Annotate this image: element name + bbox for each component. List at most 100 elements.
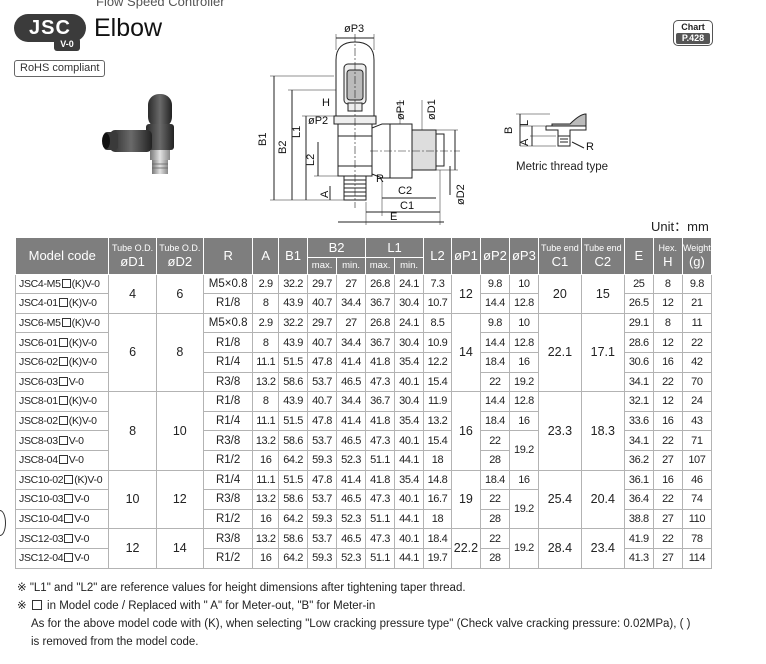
thread-r-cell: R1/8	[202, 293, 254, 314]
hex-cell: 22	[652, 489, 683, 510]
b1-cell: 32.2	[278, 273, 309, 295]
model-code-suffix: V-0	[68, 375, 84, 388]
model-code-suffix: (K)V-0	[71, 317, 100, 330]
placeholder-box-icon	[64, 553, 74, 563]
chart-tag-page: P.428	[676, 33, 710, 44]
hex-cell: 22	[652, 430, 683, 451]
weight-cell: 9.8	[681, 273, 713, 295]
l1-min-cell: 35.4	[394, 410, 425, 432]
label-c2: C2	[398, 185, 412, 197]
note-2: ※ in Model code / Replaced with " A" for…	[17, 600, 376, 612]
e-cell: 33.6	[623, 410, 654, 432]
l1-max-cell: 41.8	[365, 410, 396, 432]
placeholder-box-icon	[61, 278, 71, 288]
l1-max-cell: 36.7	[365, 293, 396, 314]
model-code-prefix: JSC6-03	[19, 375, 58, 388]
metric-label-r: R	[586, 141, 594, 153]
model-code-prefix: JSC10-04	[19, 513, 64, 526]
b2-min-cell: 52.3	[336, 508, 367, 530]
model-code-suffix: V-0	[74, 493, 90, 506]
model-code-prefix: JSC8-02	[19, 415, 58, 428]
chart-tag-label: Chart	[681, 22, 705, 32]
weight-cell: 43	[681, 410, 713, 432]
b1-cell: 43.9	[278, 332, 309, 353]
model-code-cell: JSC6-01(K)V-0	[14, 332, 110, 353]
series-badge-sub: V-0	[54, 38, 80, 51]
weight-cell: 21	[681, 293, 713, 314]
thread-r-cell: R3/8	[202, 489, 254, 510]
l1-max-cell: 36.7	[365, 332, 396, 353]
weight-cell: 24	[681, 391, 713, 412]
l1-min-cell: 30.4	[394, 332, 425, 353]
e-cell: 41.9	[623, 528, 654, 549]
l1-max-cell: 47.3	[365, 430, 396, 451]
col-b2: B2	[307, 237, 367, 258]
l1-min-cell: 30.4	[394, 391, 425, 412]
b2-max-cell: 40.7	[307, 391, 338, 412]
l1-min-cell: 44.1	[394, 508, 425, 530]
e-cell: 38.8	[623, 508, 654, 530]
model-code-cell: JSC6-M5(K)V-0	[14, 312, 110, 334]
model-code-cell: JSC4-M5(K)V-0	[14, 273, 110, 295]
col-p3: øP3	[508, 237, 539, 275]
model-code-cell: JSC6-03 V-0	[14, 371, 110, 393]
e-cell: 29.1	[623, 312, 654, 334]
l1-min-cell: 40.1	[394, 528, 425, 549]
col-weight: Weight(g)	[681, 237, 713, 275]
model-code-suffix: (K)V-0	[68, 395, 97, 408]
placeholder-box-icon	[64, 533, 74, 543]
p3-cell: 10	[508, 312, 539, 334]
weight-cell: 11	[681, 312, 713, 334]
placeholder-box-icon	[64, 514, 74, 524]
weight-cell: 70	[681, 371, 713, 393]
placeholder-box-icon	[64, 474, 74, 484]
cut-off-heading: Flow Speed Controller	[96, 0, 225, 9]
footnotes: ※ "L1" and "L2" are reference values for…	[17, 579, 690, 651]
b2-max-cell: 59.3	[307, 547, 338, 569]
col-l1: L1	[365, 237, 425, 258]
unit-label: Unit：mm	[651, 219, 709, 234]
weight-cell: 107	[681, 449, 713, 471]
b2-min-cell: 41.4	[336, 410, 367, 432]
b2-max-cell: 53.7	[307, 371, 338, 393]
p3-cell: 19.2	[508, 371, 539, 393]
c1-cell: 23.3	[537, 391, 582, 471]
b2-min-cell: 41.4	[336, 351, 367, 373]
l1-min-cell: 40.1	[394, 489, 425, 510]
label-p1: øP1	[395, 100, 407, 120]
p3-cell: 12.8	[508, 332, 539, 353]
l1-min-cell: 44.1	[394, 449, 425, 471]
thread-r-cell: R3/8	[202, 528, 254, 549]
l1-max-cell: 47.3	[365, 489, 396, 510]
b2-max-cell: 53.7	[307, 528, 338, 549]
p2-cell: 18.4	[479, 410, 510, 432]
l1-min-cell: 30.4	[394, 293, 425, 314]
model-code-cell: JSC8-02(K)V-0	[14, 410, 110, 432]
l2-cell: 18	[423, 508, 452, 530]
l1-max-cell: 51.1	[365, 508, 396, 530]
b2-min-cell: 52.3	[336, 547, 367, 569]
l1-max-cell: 36.7	[365, 391, 396, 412]
p3-cell: 16	[508, 351, 539, 373]
chart-reference-link[interactable]: Chart P.428	[673, 20, 713, 46]
label-l2: L2	[305, 154, 317, 166]
l2-cell: 14.8	[423, 469, 452, 491]
a-cell: 11.1	[252, 469, 280, 491]
p2-cell: 18.4	[479, 469, 510, 491]
thread-r-cell: R3/8	[202, 371, 254, 393]
p2-cell: 22	[479, 489, 510, 510]
hex-cell: 16	[652, 469, 683, 491]
thread-r-cell: R1/2	[202, 547, 254, 569]
col-p1: øP1	[450, 237, 481, 275]
p1-cell: 19	[450, 469, 481, 530]
model-code-prefix: JSC8-01	[19, 395, 58, 408]
p2-cell: 28	[479, 449, 510, 471]
placeholder-box-icon	[64, 494, 74, 504]
e-cell: 36.4	[623, 489, 654, 510]
b2-max-cell: 59.3	[307, 508, 338, 530]
thread-r-cell: R3/8	[202, 430, 254, 451]
l2-cell: 15.4	[423, 430, 452, 451]
